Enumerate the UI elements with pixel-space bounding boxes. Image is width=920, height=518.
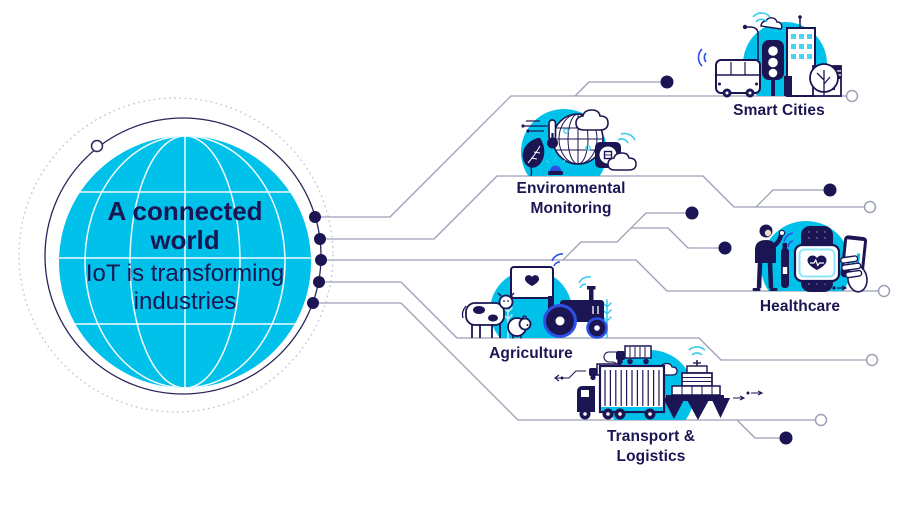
globe-node-circle xyxy=(90,139,104,153)
tree-icon xyxy=(809,63,839,96)
label-environmental-monitoring: Environmental Monitoring xyxy=(516,180,626,217)
wifi-icon xyxy=(688,346,706,356)
trace-healthcare-branch-2 xyxy=(631,227,719,249)
street-lamp-icon xyxy=(746,26,759,60)
trace-smart-cities-branch xyxy=(574,81,661,97)
globe-icon xyxy=(18,97,334,413)
cloud-icon xyxy=(760,17,783,30)
cargo-truck-icon xyxy=(577,364,666,420)
pig-icon xyxy=(507,314,532,339)
wifi-icon xyxy=(697,48,707,67)
cargo-ship-icon xyxy=(663,346,730,420)
label-healthcare: Healthcare xyxy=(759,298,841,315)
route-arrows xyxy=(554,370,586,382)
tractor-icon xyxy=(543,276,608,339)
wifi-icon xyxy=(752,12,771,23)
trace-smart-cities xyxy=(315,95,846,218)
globe-dotted-ring xyxy=(18,97,334,413)
wifi-icon xyxy=(578,276,592,289)
person-icon xyxy=(752,224,786,291)
transport-logistics-icon xyxy=(554,345,764,420)
branch-end-dots xyxy=(660,75,837,445)
label-agriculture: Agriculture xyxy=(489,345,573,362)
insulin-pen-icon xyxy=(781,243,789,288)
trace-environmental xyxy=(320,175,864,240)
tablet-icon xyxy=(510,253,564,299)
healthcare-icon xyxy=(752,221,868,293)
agriculture-icon xyxy=(461,253,612,339)
bus-icon xyxy=(697,48,761,98)
traffic-light-icon xyxy=(762,40,784,96)
building-block xyxy=(784,76,792,96)
leaf-icon xyxy=(522,137,545,177)
wifi-icon xyxy=(551,253,564,267)
route-arrows xyxy=(733,390,764,401)
heart-icon xyxy=(525,275,539,286)
street-lamp-head xyxy=(742,24,748,30)
label-transport-logistics: Transport & Logistics xyxy=(606,428,696,465)
trace-healthcare-branch-1 xyxy=(562,212,686,261)
data-arrows xyxy=(816,280,848,291)
circuit-decoration xyxy=(521,120,548,133)
cloud-icon xyxy=(607,152,637,171)
cloud-icon xyxy=(575,109,609,131)
wifi-icon xyxy=(617,132,636,144)
smart-cities-icon xyxy=(697,12,842,98)
siren-icon xyxy=(545,157,566,175)
trace-transport-branch xyxy=(736,419,780,439)
label-smart-cities: Smart Cities xyxy=(733,102,825,119)
trace-terminal-circles xyxy=(814,89,891,427)
smartwatch-icon xyxy=(783,226,841,292)
small-truck-icon xyxy=(616,345,652,365)
environmental-monitoring-icon xyxy=(521,109,637,177)
thermometer-icon xyxy=(547,119,558,149)
trace-environmental-branch xyxy=(755,189,824,208)
wifi-icon xyxy=(783,232,794,248)
hand-icon xyxy=(839,255,868,293)
cow-icon xyxy=(461,292,515,338)
trace-agriculture xyxy=(319,281,866,361)
globe-connector-dots xyxy=(307,211,327,309)
globe-graticule xyxy=(59,136,311,388)
